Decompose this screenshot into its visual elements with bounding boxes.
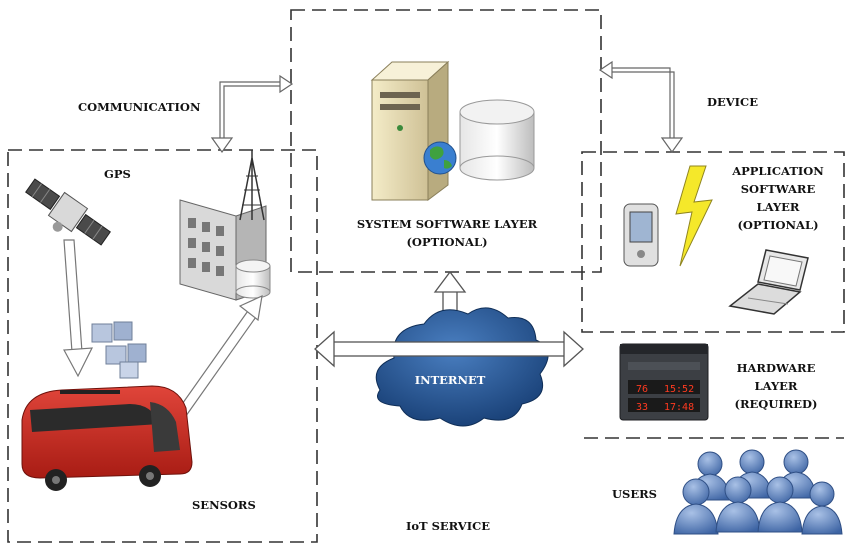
system-software-optional-label: (OPTIONAL): [406, 235, 487, 249]
laptop-icon: [728, 249, 809, 315]
communication-connector: [210, 74, 294, 154]
internet-double-arrow: [314, 330, 584, 368]
application-label: APPLICATION: [731, 164, 824, 178]
device-connector: [598, 60, 684, 154]
display-row2-time: 17:48: [664, 402, 694, 413]
hardware-required-label: (REQUIRED): [735, 397, 818, 411]
application-optional-label: (OPTIONAL): [737, 218, 818, 232]
users-group-icon: [673, 449, 843, 535]
pda-icon: [623, 203, 659, 267]
iot-service-label: IoT SERVICE: [406, 519, 490, 533]
sensors-box: [7, 149, 318, 543]
display-row1-route: 76: [636, 384, 648, 395]
database-icon: [459, 99, 535, 181]
system-software-label: SYSTEM SOFTWARE LAYER: [357, 217, 538, 231]
hardware-layer-label: LAYER: [755, 379, 798, 393]
bus-icon: [21, 385, 193, 491]
application-box: [581, 151, 845, 333]
globe-icon: [423, 141, 457, 175]
sensors-label: SENSORS: [192, 498, 256, 512]
satellite-icon: [25, 178, 111, 246]
sensor-cubes-icon: [91, 321, 147, 379]
users-label: USERS: [612, 487, 657, 501]
communication-label: COMMUNICATION: [78, 100, 201, 114]
hardware-label: HARDWARE: [737, 361, 816, 375]
display-row1-time: 15:52: [664, 384, 694, 395]
display-board-icon: 76 15:52 33 17:48: [619, 343, 709, 421]
internet-label: INTERNET: [415, 373, 486, 387]
display-row2-route: 33: [636, 402, 648, 413]
server-icon: [370, 60, 450, 201]
application-layer-label: LAYER: [757, 200, 800, 214]
system-software-box: [290, 9, 602, 273]
cloud-icon: [375, 307, 549, 427]
lightning-icon: [675, 165, 713, 267]
application-software-label: SOFTWARE: [741, 182, 816, 196]
gps-label: GPS: [104, 167, 131, 181]
building-icon: [179, 150, 271, 301]
device-label: DEVICE: [707, 95, 758, 109]
gps-signal-arrow: [63, 239, 94, 378]
